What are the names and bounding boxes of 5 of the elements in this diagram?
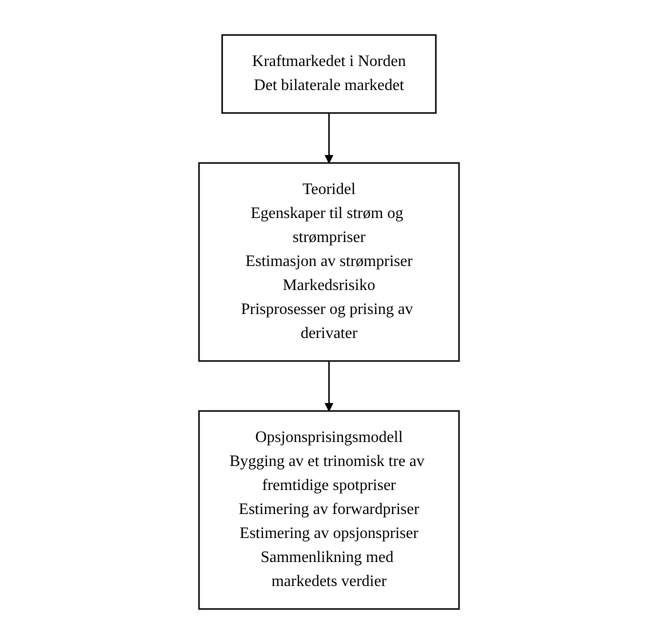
node-box: Opsjonsprisingsmodell Bygging av et trinomisk tre av fremtidige spotpriser Estimering av forwardpriser Estimering av opsjonspriser Sammenlikning med markedets verdier [198, 410, 460, 610]
arrow [324, 361, 333, 412]
node-box: Teoridel Egenskaper til strøm og strømpriser Estimasjon av strømpriser Markedsrisiko Prisprosesser og prising av derivater [198, 162, 460, 362]
arrow [324, 113, 333, 164]
node-box: Kraftmarkedet i Norden Det bilaterale markedet [220, 34, 436, 114]
